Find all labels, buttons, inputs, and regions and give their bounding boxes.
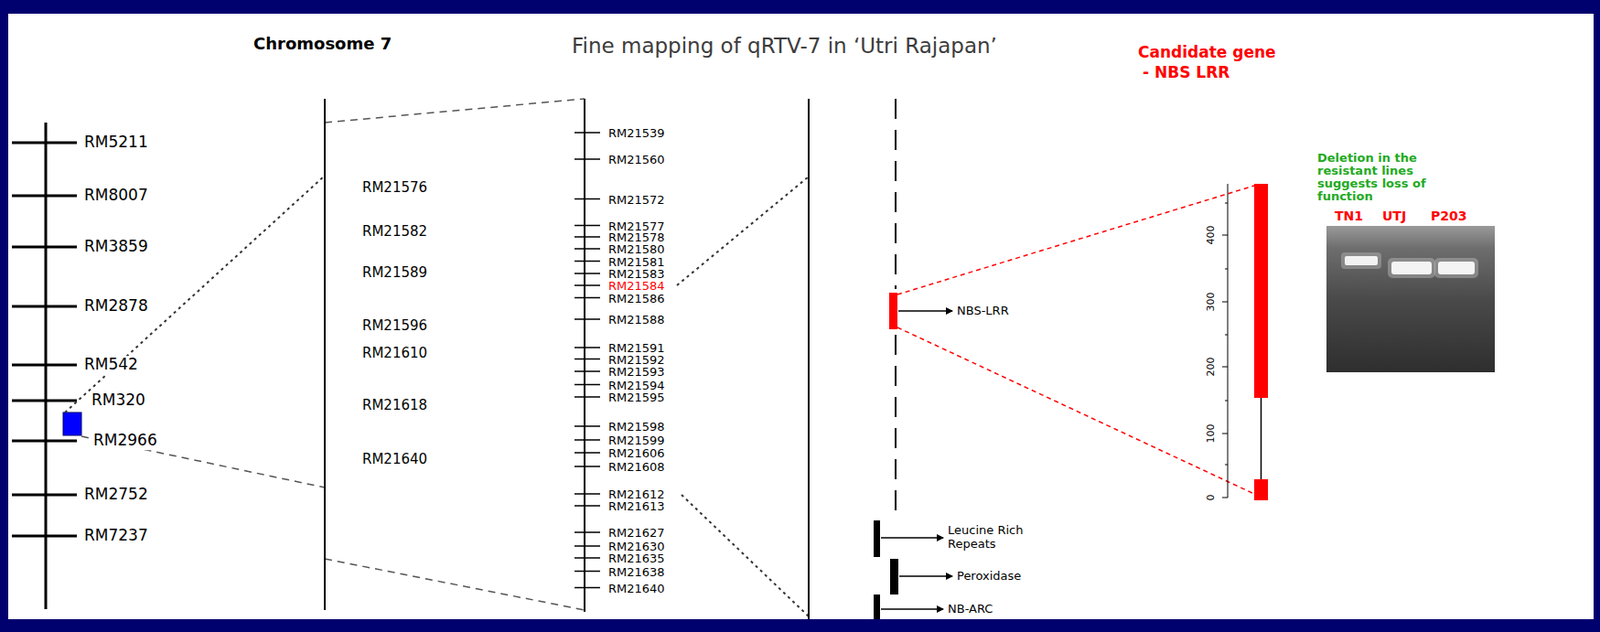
zoom-lines [64,98,809,617]
marker-name: RM2878 [82,297,151,316]
marker-name: RM21591 [608,342,666,355]
marker-name: RM21592 [608,353,666,366]
marker-name: RM21612 [608,488,666,501]
marker-name: RM21560 [608,153,666,166]
marker-name: RM21595 [608,391,666,404]
axis-value: 400 [1205,225,1218,246]
marker-name: RM21627 [608,526,666,539]
candidate-note: Candidate gene [1138,43,1277,63]
marker-name: RM21586 [608,291,666,304]
marker-name: RM2966 [91,431,160,451]
deletion-note: Deletion in the resistant lines suggests… [1317,151,1455,204]
slide-title: Fine mapping of qRTV-7 in ‘Utri Rajapan’ [571,33,998,58]
chromosome-name: Chromosome 7 [253,34,392,54]
marker-name: RM21577 [608,219,666,232]
marker-name: RM21580 [608,243,666,256]
marker-name: RM21589 [362,265,428,281]
marker-name: RM21593 [608,365,666,378]
lane-name: TN1 [1334,208,1364,224]
marker-name: RM8007 [82,186,151,205]
marker-name: RM21582 [362,224,428,240]
marker-name: RM21640 [362,451,428,468]
gene-name: NB-ARC [947,602,993,617]
qtl-region [63,412,82,436]
marker-name: RM21583 [608,268,666,280]
marker-name: RM21608 [608,461,666,473]
marker-name: RM21594 [608,378,666,391]
gene-name: NBS-LRR [956,304,1010,319]
fine-map-axis [574,98,601,613]
marker-name: RM5211 [82,133,151,152]
marker-name: RM21598 [608,420,666,433]
marker-name: RM542 [82,355,140,375]
candidate-note: - NBS LRR [1142,64,1230,83]
lane-name: UTJ [1382,208,1407,224]
gene-pointers [880,311,953,610]
gel-image [1326,225,1495,373]
marker-name: RM21581 [608,255,666,268]
marker-name: RM3859 [82,237,151,257]
gene-name: Peroxidase [956,569,1021,584]
lane-name: P203 [1430,208,1467,224]
gene-track [873,98,899,620]
marker-name: RM7237 [82,526,151,546]
marker-name: RM21610 [362,345,428,362]
marker-name: RM21618 [362,397,428,414]
marker-name: RM2752 [82,485,151,505]
marker-name: RM21572 [608,193,666,205]
marker-name: RM21640 [608,581,666,594]
marker-name: RM21630 [608,540,666,553]
marker-name: RM21599 [608,434,666,447]
marker-name: RM21596 [362,318,428,334]
marker-name: RM21578 [608,231,666,244]
axis-value: 0 [1205,494,1218,502]
interval-axis [323,98,326,611]
gene-name: Leucine Rich Repeats [947,524,1027,552]
axis-value: 100 [1205,424,1218,444]
axis-value: 300 [1205,292,1218,312]
marker-name: RM21606 [608,447,666,460]
marker-name: RM320 [89,391,148,410]
axis-value: 200 [1205,357,1218,377]
marker-name: RM21584 [608,279,666,292]
marker-name: RM21576 [362,180,428,196]
marker-name: RM21635 [608,552,666,565]
marker-name: RM21588 [608,313,666,326]
region-axis [807,98,810,620]
marker-name: RM21539 [608,127,666,140]
chromosome-7 [11,122,77,610]
gene-structure [897,183,1268,501]
marker-name: RM21613 [608,500,666,513]
marker-name: RM21638 [608,565,666,578]
